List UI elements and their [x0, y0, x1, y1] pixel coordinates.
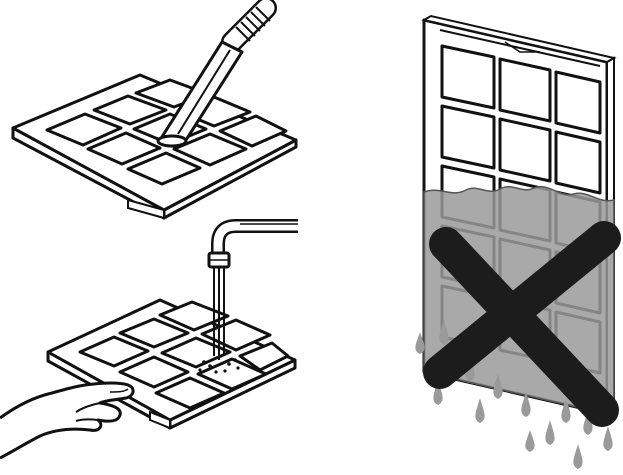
filter-frame-top-left — [13, 75, 296, 218]
panel-rinsing — [0, 224, 298, 458]
hand-icon — [0, 383, 133, 458]
panel-vacuum-cleaning — [13, 7, 296, 218]
panel-do-not-wash — [415, 16, 614, 469]
